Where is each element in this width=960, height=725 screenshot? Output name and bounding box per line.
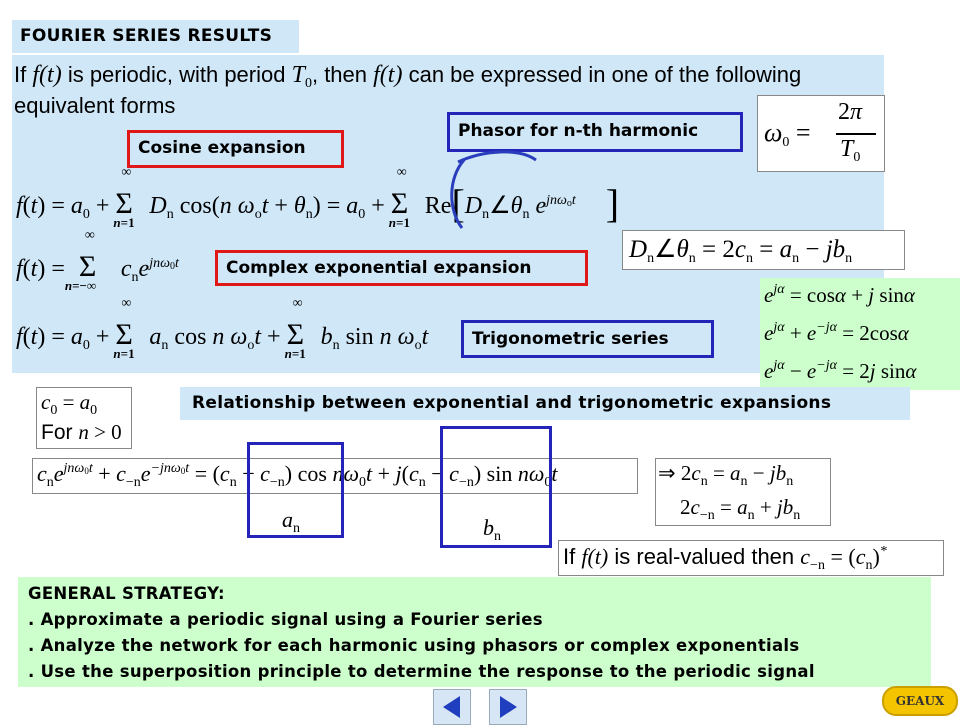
relationship-equation-box: cnejnω0t + c−ne−jnω0t = (cn + c−n) cos n… bbox=[32, 458, 638, 494]
strategy-item-3: . Use the superposition principle to det… bbox=[28, 662, 815, 681]
cn-result-equation: ⇒ 2cn = an − jbn bbox=[658, 461, 794, 489]
complex-expansion-label: Complex exponential expansion bbox=[215, 250, 588, 286]
real-valued-box: If f(t) is real-valued then c−n = (cn)* bbox=[558, 540, 944, 576]
an-highlight-box: an bbox=[247, 442, 344, 538]
relationship-label: Relationship between exponential and tri… bbox=[180, 387, 910, 420]
euler-identity-1: ejα = cosα + j sinα bbox=[764, 282, 915, 307]
phasor-highlight-bracket bbox=[450, 150, 537, 229]
intro-f-of-t-2: f(t) bbox=[373, 62, 403, 88]
intro-f-of-t: f(t) bbox=[32, 62, 62, 88]
main-panel bbox=[12, 55, 884, 373]
strategy-heading: GENERAL STRATEGY: bbox=[28, 584, 225, 603]
omega-denominator: T0 bbox=[840, 136, 861, 165]
euler-identity-3: ejα − e−jα = 2j sinα bbox=[764, 358, 917, 383]
cosine-expansion-label: Cosine expansion bbox=[127, 130, 344, 168]
intro-expressed-text: can be expressed in one of the following bbox=[408, 62, 802, 87]
intro-line-1: If f(t) is periodic, with period T0, the… bbox=[14, 56, 801, 103]
phasor-label: Phasor for n-th harmonic bbox=[447, 112, 743, 152]
trigonometric-series-label: Trigonometric series bbox=[461, 320, 714, 358]
coefficient-result-box: ⇒ 2cn = an − jbn 2c−n = an + jbn bbox=[655, 458, 831, 526]
arrow-right-icon bbox=[500, 696, 517, 718]
bn-label: bn bbox=[483, 515, 501, 544]
euler-identities-box: ejα = cosα + j sinα ejα + e−jα = 2cosα e… bbox=[760, 278, 960, 390]
intro-then: , then bbox=[311, 62, 368, 87]
c0-condition-box: c0 = a0 For n > 0 bbox=[36, 387, 132, 449]
omega-numerator: 2π bbox=[838, 99, 863, 125]
c-minus-n-result-equation: 2c−n = an + jbn bbox=[680, 495, 801, 523]
cosine-expansion-equation: f(t) = a0 + ∞ Σ n=1 Dn cos(n ωot + θn) =… bbox=[16, 165, 620, 230]
omega-symbol: ω0 = bbox=[764, 118, 811, 150]
geaux-button[interactable]: GEAUX bbox=[882, 686, 958, 716]
next-slide-button[interactable] bbox=[489, 689, 527, 725]
complex-expansion-equation: f(t) = ∞ Σ n=−∞ cnejnω0t bbox=[16, 228, 179, 293]
intro-if: If bbox=[14, 62, 27, 87]
page-title: FOURIER SERIES RESULTS bbox=[12, 20, 299, 53]
real-valued-statement: If f(t) is real-valued then c−n = (cn)* bbox=[563, 544, 887, 573]
general-strategy-box: GENERAL STRATEGY: . Approximate a period… bbox=[18, 577, 931, 687]
trigonometric-series-equation: f(t) = a0 + ∞ Σ n=1 an cos n ωot + ∞ Σ n… bbox=[16, 296, 429, 361]
arrow-left-icon bbox=[443, 696, 460, 718]
strategy-item-2: . Analyze the network for each harmonic … bbox=[28, 636, 800, 655]
c0-equation: c0 = a0 bbox=[41, 390, 98, 418]
phasor-relation-box: Dn∠θn = 2cn = an − jbn bbox=[622, 230, 905, 270]
omega-definition-box: ω0 = 2π T0 bbox=[757, 95, 885, 172]
intro-period-symbol: T0 bbox=[291, 62, 312, 91]
phasor-relation-equation: Dn∠θn = 2cn = an − jbn bbox=[629, 236, 853, 266]
omega-fraction-bar bbox=[836, 133, 876, 135]
an-label: an bbox=[282, 507, 300, 536]
strategy-item-1: . Approximate a periodic signal using a … bbox=[28, 610, 543, 629]
intro-line-2: equivalent forms bbox=[14, 93, 176, 118]
bn-highlight-box: bn bbox=[440, 426, 552, 548]
intro-periodic-text: is periodic, with period bbox=[67, 62, 286, 87]
relationship-equation: cnejnω0t + c−ne−jnω0t = (cn + c−n) cos n… bbox=[37, 461, 558, 490]
euler-identity-2: ejα + e−jα = 2cosα bbox=[764, 320, 909, 345]
for-n-condition: For n > 0 bbox=[41, 420, 122, 444]
